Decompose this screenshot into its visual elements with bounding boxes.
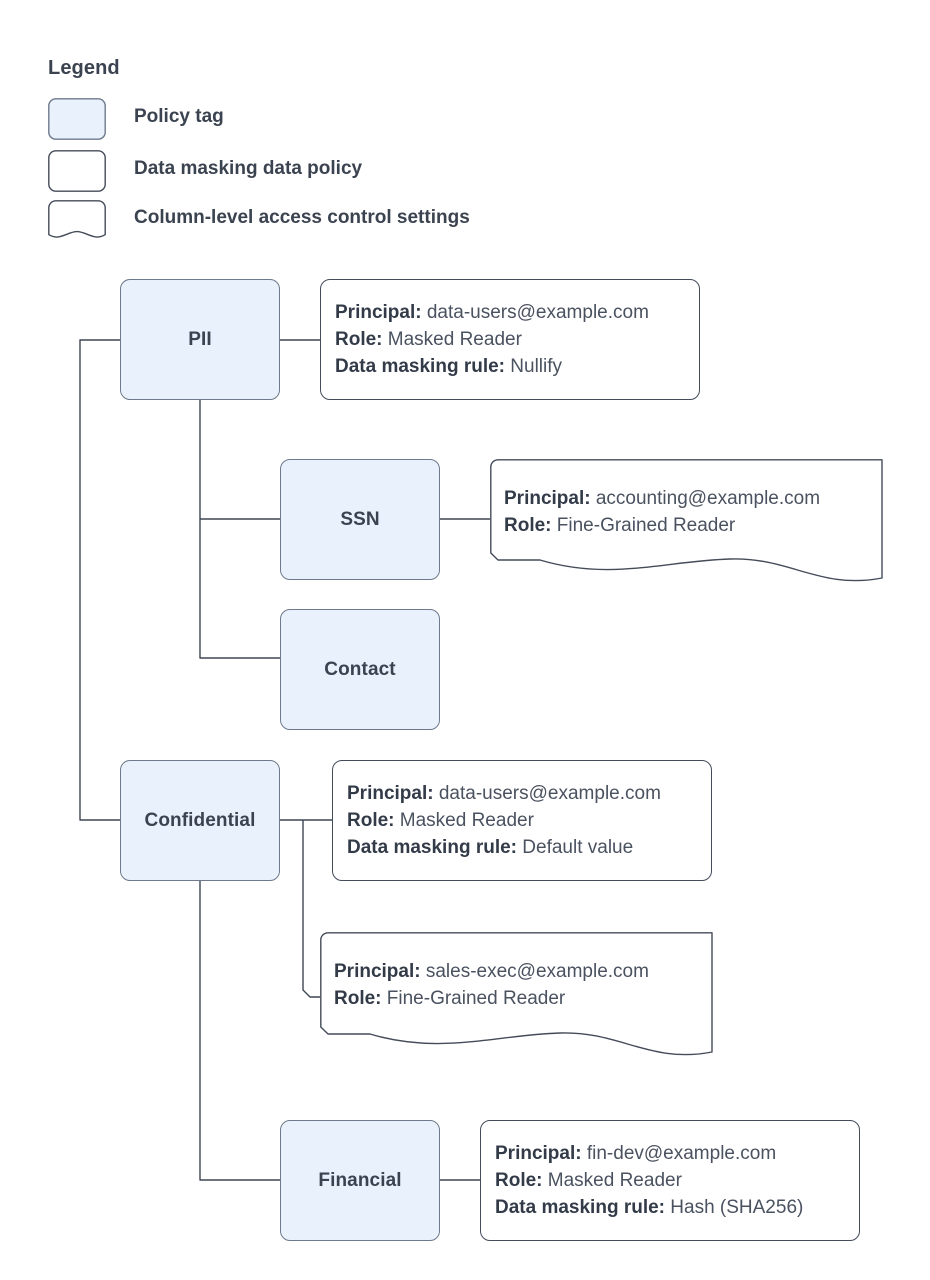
- role-label: Role:: [347, 810, 395, 831]
- principal-label: Principal:: [495, 1143, 582, 1164]
- role-label: Role:: [335, 329, 383, 350]
- role-value: Masked Reader: [387, 329, 522, 350]
- role-label: Role:: [495, 1170, 543, 1191]
- masking-rule-label: Data masking rule:: [347, 837, 517, 858]
- principal-label: Principal:: [335, 302, 422, 323]
- callout-masking-rule-line: Data masking rule: Default value: [347, 834, 697, 861]
- principal-label: Principal:: [504, 488, 591, 509]
- principal-value: fin-dev@example.com: [586, 1143, 777, 1164]
- policy-tag-node-contact[interactable]: Contact: [280, 609, 440, 730]
- policy-tag-label: SSN: [340, 508, 380, 530]
- masking-rule-value: Default value: [522, 837, 634, 858]
- legend-swatch-data-policy: [48, 150, 106, 192]
- role-label: Role:: [334, 988, 382, 1009]
- policy-tag-node-pii[interactable]: PII: [120, 279, 280, 400]
- policy-tag-label: Contact: [324, 658, 396, 680]
- principal-value: data-users@example.com: [426, 302, 649, 323]
- policy-tag-label: Financial: [318, 1169, 402, 1191]
- access-settings-callout-ssn[interactable]: Principal: accounting@example.com Role: …: [490, 459, 890, 586]
- callout-role-line: Role: Masked Reader: [495, 1167, 845, 1194]
- policy-tag-node-financial[interactable]: Financial: [280, 1120, 440, 1241]
- policy-tag-node-confidential[interactable]: Confidential: [120, 760, 280, 881]
- data-policy-callout-confidential[interactable]: Principal: data-users@example.com Role: …: [332, 760, 712, 881]
- masking-rule-label: Data masking rule:: [495, 1197, 665, 1218]
- principal-label: Principal:: [347, 783, 434, 804]
- masking-rule-value: Hash (SHA256): [670, 1197, 804, 1218]
- callout-principal-line: Principal: sales-exec@example.com: [334, 958, 708, 985]
- callout-role-line: Role: Fine-Grained Reader: [504, 512, 878, 539]
- policy-tag-label: PII: [188, 328, 212, 350]
- wavy-document-shape: [320, 932, 713, 1056]
- role-value: Masked Reader: [399, 810, 534, 831]
- role-label: Role:: [504, 515, 552, 536]
- masking-rule-label: Data masking rule:: [335, 356, 505, 377]
- callout-principal-line: Principal: fin-dev@example.com: [495, 1140, 845, 1167]
- policy-tag-node-ssn[interactable]: SSN: [280, 459, 440, 580]
- masking-rule-value: Nullify: [510, 356, 563, 377]
- data-policy-callout-pii[interactable]: Principal: data-users@example.com Role: …: [320, 279, 700, 400]
- principal-value: sales-exec@example.com: [425, 961, 649, 982]
- callout-role-line: Role: Masked Reader: [347, 807, 697, 834]
- callout-principal-line: Principal: data-users@example.com: [335, 299, 685, 326]
- access-settings-callout-confidential[interactable]: Principal: sales-exec@example.com Role: …: [320, 932, 720, 1060]
- callout-principal-line: Principal: accounting@example.com: [504, 485, 878, 512]
- policy-tag-label: Confidential: [144, 809, 256, 831]
- legend-label-data-policy: Data masking data policy: [134, 158, 363, 179]
- principal-value: accounting@example.com: [595, 488, 821, 509]
- role-value: Fine-Grained Reader: [386, 988, 566, 1009]
- principal-value: data-users@example.com: [438, 783, 661, 804]
- role-value: Masked Reader: [547, 1170, 682, 1191]
- callout-role-line: Role: Fine-Grained Reader: [334, 985, 708, 1012]
- callout-masking-rule-line: Data masking rule: Nullify: [335, 353, 685, 380]
- callout-role-line: Role: Masked Reader: [335, 326, 685, 353]
- wavy-document-shape: [490, 459, 883, 582]
- role-value: Fine-Grained Reader: [556, 515, 736, 536]
- legend-label-access-settings: Column-level access control settings: [134, 207, 470, 228]
- legend-swatch-policy-tag: [48, 98, 106, 140]
- data-policy-callout-financial[interactable]: Principal: fin-dev@example.com Role: Mas…: [480, 1120, 860, 1241]
- principal-label: Principal:: [334, 961, 421, 982]
- callout-principal-line: Principal: data-users@example.com: [347, 780, 697, 807]
- legend-swatch-access-settings: [48, 200, 106, 242]
- legend-title: Legend: [48, 57, 120, 79]
- callout-masking-rule-line: Data masking rule: Hash (SHA256): [495, 1194, 845, 1221]
- legend-label-policy-tag: Policy tag: [134, 106, 224, 127]
